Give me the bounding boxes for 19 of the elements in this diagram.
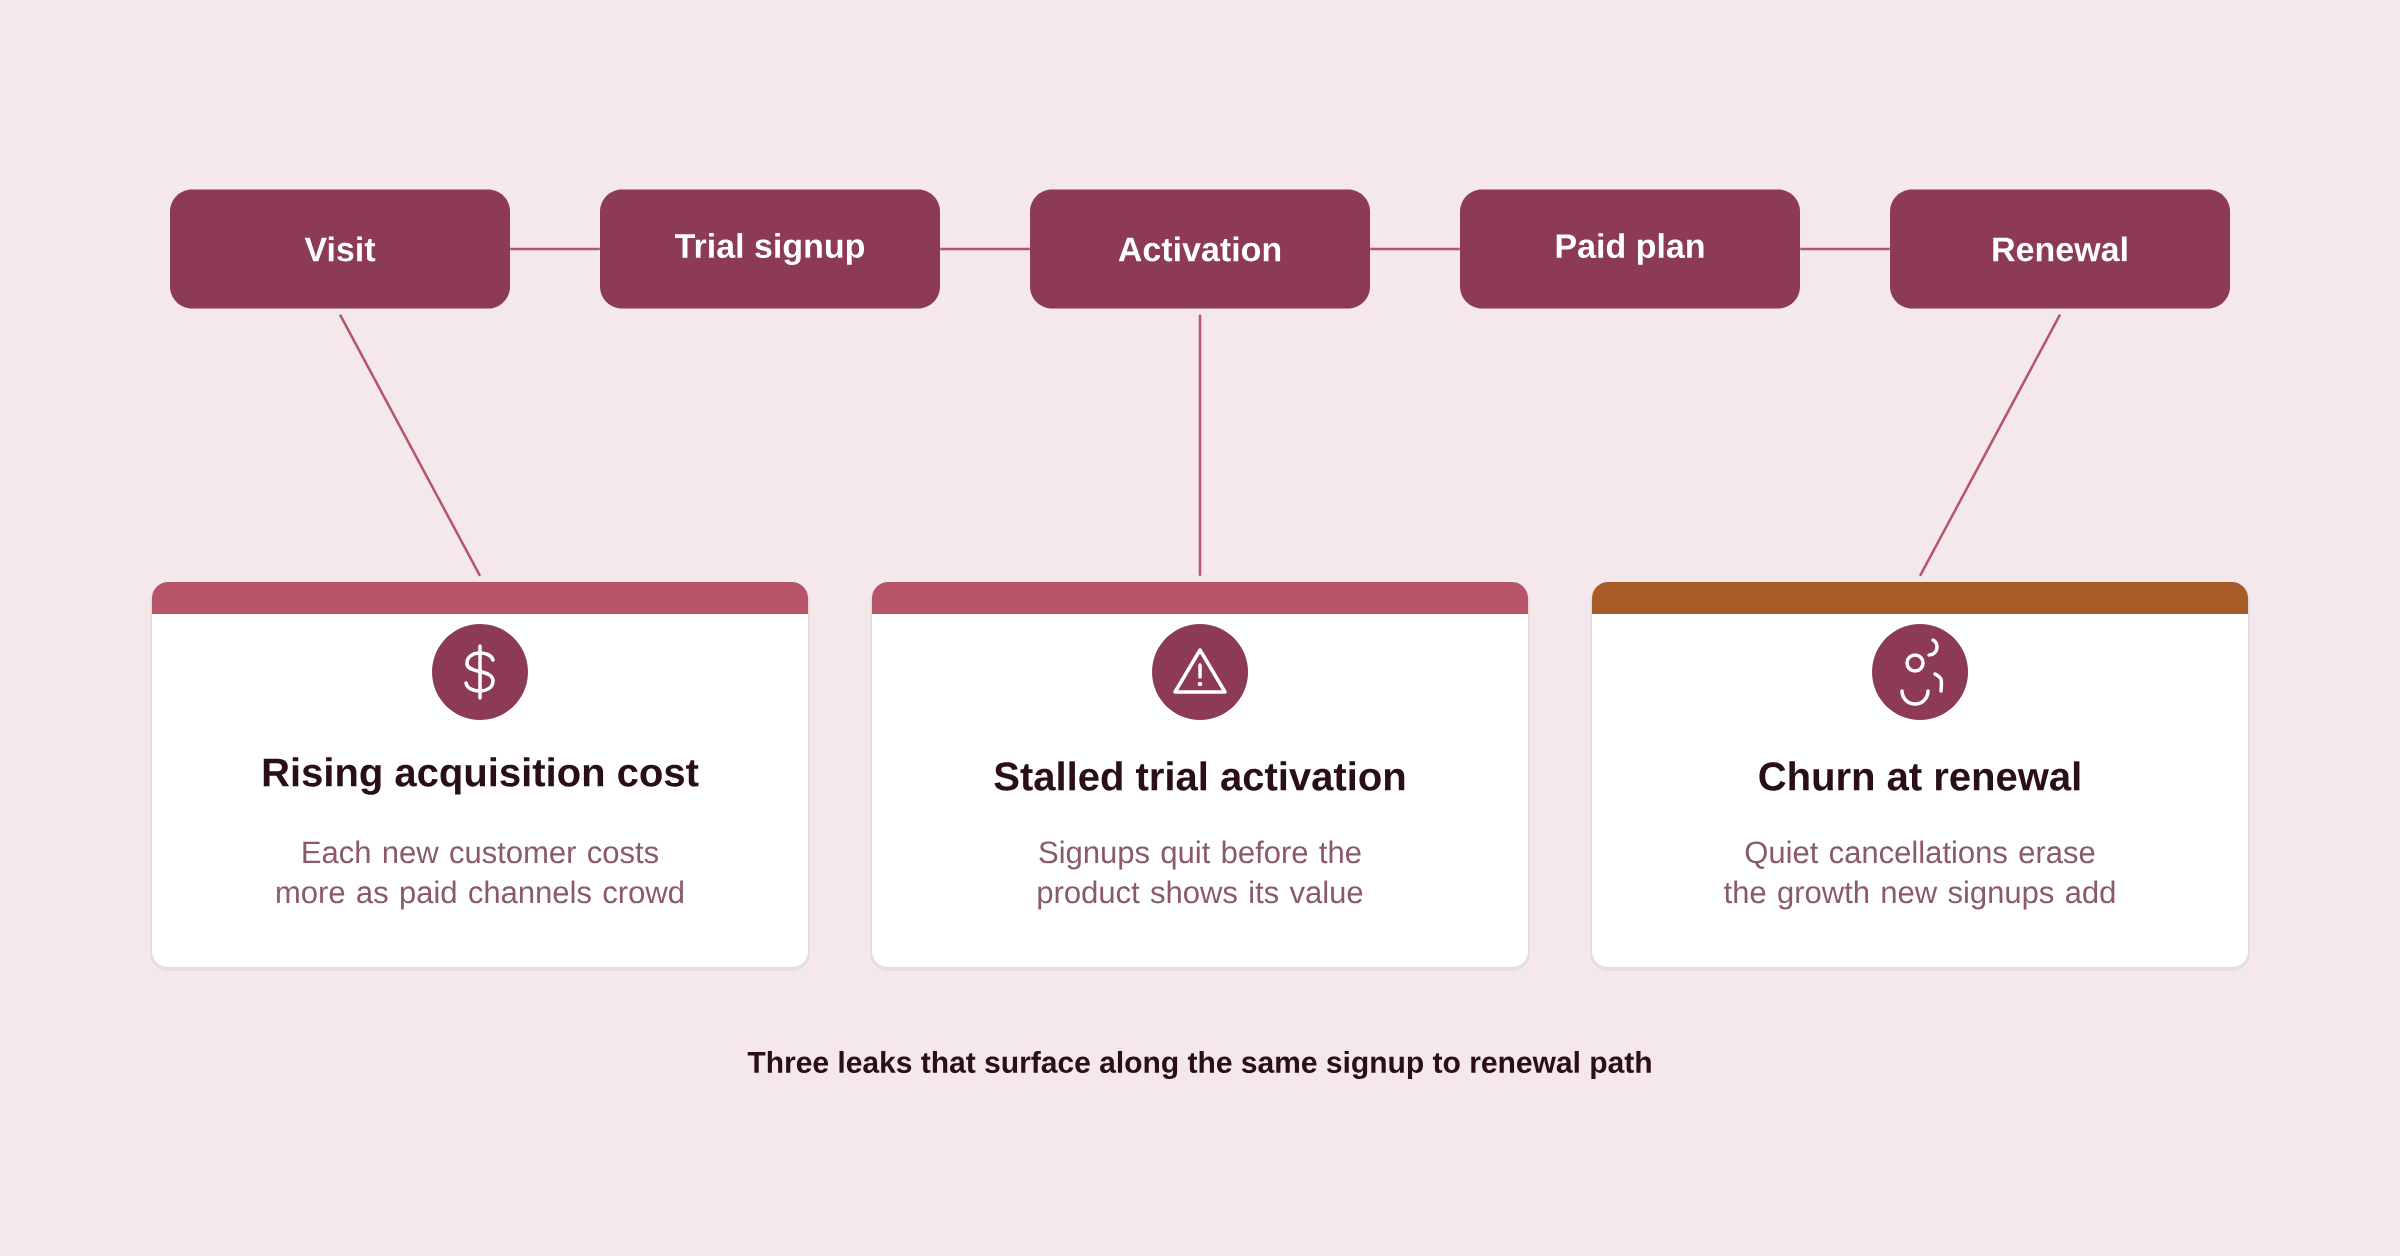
card-description: Signups quit before the product shows its value	[1038, 840, 1363, 910]
connector-line	[1800, 247, 1890, 251]
connector-line	[338, 314, 482, 577]
card-title: Stalled trial activation	[994, 761, 1405, 791]
card-description: Each new customer costs more as paid channels crowd	[277, 840, 683, 910]
step-box: Trial signup	[600, 189, 940, 309]
step-box: Paid plan	[1460, 189, 1800, 309]
connector-line	[510, 247, 600, 251]
step-box: Renewal	[1890, 189, 2231, 309]
step-box: Visit	[170, 189, 510, 309]
step-box: Activation	[1030, 189, 1370, 309]
connector-line	[1198, 314, 1202, 576]
card-title: Rising acquisition cost	[263, 757, 699, 795]
card-description: Quiet cancellations erase the growth new signups add	[1724, 840, 2115, 910]
connector-line	[1370, 247, 1460, 251]
card-title: Churn at renewal	[1759, 761, 2080, 791]
connector-line	[940, 247, 1030, 251]
caption: Three leaks that surface along the same signup to renewal path	[747, 1050, 1651, 1080]
connector-line	[1918, 314, 2062, 577]
